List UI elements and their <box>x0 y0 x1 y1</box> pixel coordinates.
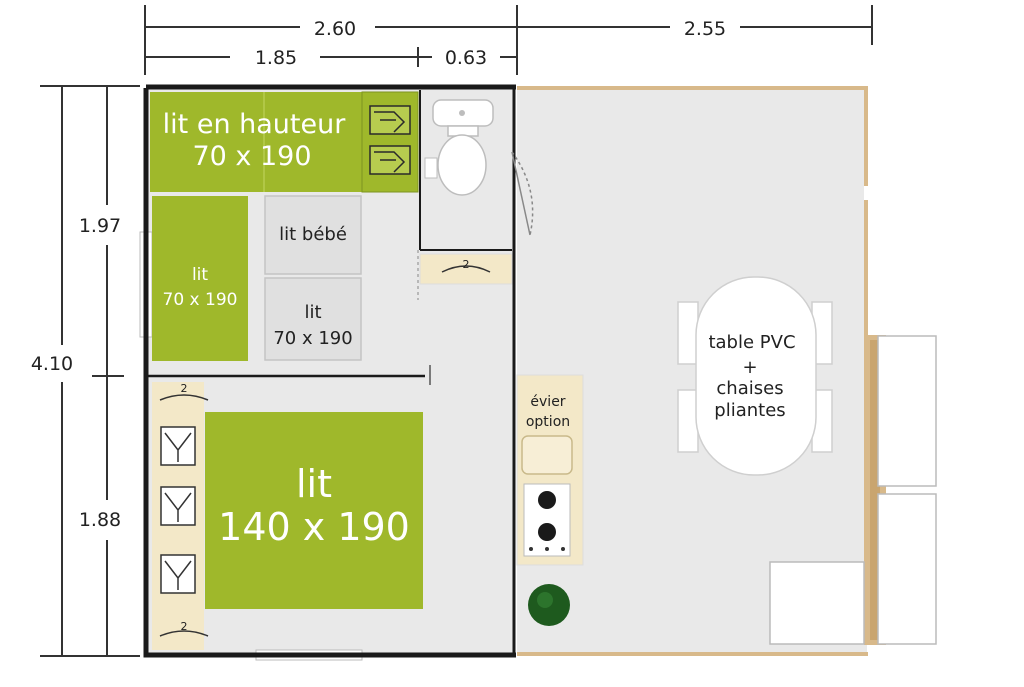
baby-bed <box>264 195 362 275</box>
single-bed-2 <box>264 277 362 361</box>
loft-bed-label: lit en hauteur <box>163 109 347 140</box>
walls <box>143 84 516 658</box>
hanger-icon <box>159 394 209 401</box>
terrace-side-panel <box>877 335 937 487</box>
dim-left-total: 4.10 <box>31 353 73 375</box>
stove-icon <box>523 483 571 557</box>
svg-text:2: 2 <box>463 258 470 271</box>
svg-text:2: 2 <box>181 620 188 633</box>
svg-text:2: 2 <box>181 382 188 395</box>
sink <box>521 435 573 475</box>
dim-left-lower: 1.88 <box>79 509 121 531</box>
dim-top-right: 2.55 <box>684 18 726 40</box>
dim-sub-left: 1.85 <box>255 47 297 69</box>
toilet-icon <box>424 99 494 196</box>
dim-top-left: 2.60 <box>314 18 356 40</box>
single-bed-label: lit <box>192 265 208 285</box>
double-bed <box>205 412 423 609</box>
hanger-icon <box>369 105 411 175</box>
double-bed-size: 140 x 190 <box>218 505 410 549</box>
table-plus: + <box>742 357 757 378</box>
terrace-side-panel <box>877 493 937 645</box>
table <box>695 276 817 476</box>
single-bed-2-size: 70 x 190 <box>273 328 352 349</box>
dim-sub-right: 0.63 <box>445 47 487 69</box>
terrace-bench <box>769 561 865 645</box>
single-bed-size: 70 x 190 <box>163 290 238 310</box>
dim-left-upper: 1.97 <box>79 215 121 237</box>
sink-option: option <box>526 414 570 430</box>
door-bathroom <box>511 151 534 236</box>
terrace-frame <box>517 86 868 656</box>
table-label: table PVC <box>708 332 795 353</box>
single-bed-2-label: lit <box>304 302 321 323</box>
loft-bed-size: 70 x 190 <box>192 141 311 172</box>
double-bed-label: lit <box>296 462 332 506</box>
bathroom-rail <box>419 253 513 285</box>
dimension-lines <box>40 5 873 657</box>
baby-bed-label: lit bébé <box>279 224 347 245</box>
single-bed <box>152 196 248 361</box>
chairs-label-2: pliantes <box>714 400 785 421</box>
sink-label: évier <box>530 394 565 410</box>
chairs-label: chaises <box>716 378 783 399</box>
hanger-icon <box>441 265 491 273</box>
hanger-icon <box>159 630 209 637</box>
wardrobe-shelves <box>160 426 196 594</box>
